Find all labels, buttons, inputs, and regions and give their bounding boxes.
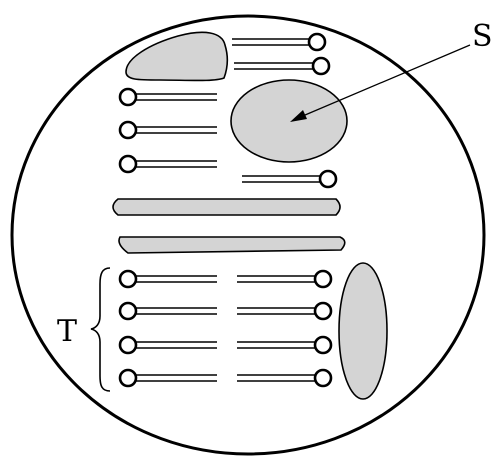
lipid-molecule-pair <box>120 337 331 353</box>
lipid-molecule <box>120 122 217 138</box>
lipid-molecule <box>234 58 329 74</box>
lipid-molecule <box>242 171 336 187</box>
lipid-molecule <box>120 89 217 105</box>
cell-boundary <box>12 16 484 454</box>
lipid-molecule-pair <box>120 271 331 287</box>
lipid-molecule-pair <box>120 303 331 319</box>
membrane-sheet-lower <box>119 237 345 253</box>
structure-s <box>231 80 347 162</box>
brace-t <box>91 268 110 391</box>
lipid-molecule <box>120 156 217 172</box>
label-s: S <box>472 19 493 54</box>
vertical-inclusion <box>339 263 387 399</box>
membrane-sheet-upper <box>113 199 340 215</box>
lipid-molecule-pair <box>120 370 331 386</box>
label-t: T <box>57 314 77 349</box>
lipid-molecule <box>232 34 325 50</box>
